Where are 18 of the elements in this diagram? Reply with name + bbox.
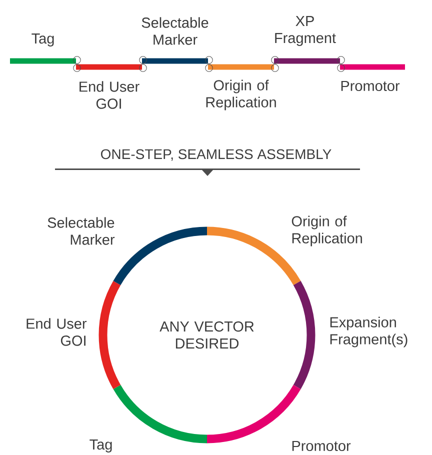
node-label: XP Fragment [275, 16, 336, 46]
dna-fragment: Selectable Marker [142, 17, 208, 64]
dna-fragment: XP Fragment [274, 16, 340, 64]
segment-label: Expansion Fragment(s) [330, 316, 408, 348]
dna-fragment: End User GOI [76, 64, 142, 109]
node-label: End User GOI [80, 81, 140, 109]
segment-label: Origin of Replication [292, 216, 362, 246]
segment-label: Selectable Marker [48, 217, 115, 245]
node-label: Origin of Replication [206, 80, 276, 110]
heading: ONE-STEP, SEAMLESS ASSEMBLY [101, 149, 332, 161]
node-label: Promotor [341, 80, 400, 92]
dna-fragment: Tag [10, 34, 76, 64]
node-label: Selectable Marker [142, 17, 208, 45]
segment-label: Promotor [292, 440, 351, 452]
dna-fragment: Promotor [340, 64, 405, 92]
segment-label: Tag [90, 440, 112, 452]
dna-fragment: Origin of Replication [206, 64, 276, 110]
node-label: Tag [32, 34, 54, 46]
